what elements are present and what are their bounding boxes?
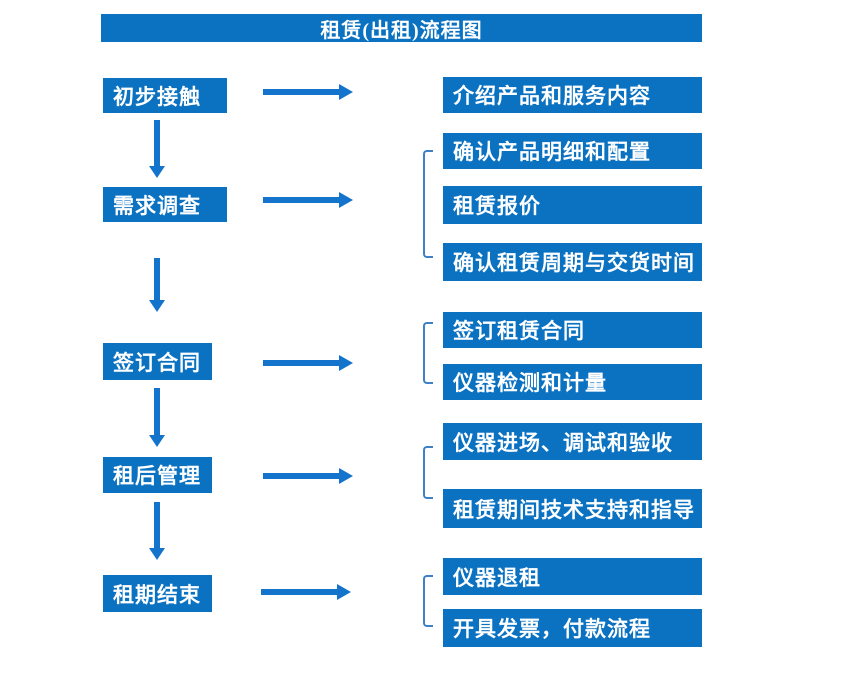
step-box-post-rental-management: 租后管理 bbox=[103, 457, 212, 493]
group-bracket-post-rental bbox=[423, 446, 433, 499]
group-bracket-sign-contract bbox=[423, 322, 433, 384]
detail-box-rental-quote: 租赁报价 bbox=[443, 186, 702, 224]
detail-box-introduce-products: 介绍产品和服务内容 bbox=[443, 77, 702, 113]
step-box-rental-end: 租期结束 bbox=[103, 575, 212, 612]
step-box-demand-survey: 需求调查 bbox=[103, 187, 227, 222]
arrow-down-icon-4 bbox=[149, 502, 165, 560]
arrow-down-icon-1 bbox=[149, 120, 165, 178]
arrow-right-icon-3 bbox=[263, 355, 353, 371]
detail-box-instrument-return: 仪器退租 bbox=[443, 558, 702, 595]
detail-box-technical-support: 租赁期间技术支持和指导 bbox=[443, 489, 702, 528]
detail-box-confirm-rental-period: 确认租赁周期与交货时间 bbox=[443, 243, 702, 281]
arrow-down-icon-2 bbox=[149, 258, 165, 312]
step-box-sign-contract: 签订合同 bbox=[103, 343, 212, 380]
arrow-right-icon-4 bbox=[263, 468, 353, 484]
detail-box-instrument-entry: 仪器进场、调试和验收 bbox=[443, 423, 702, 460]
arrow-right-icon-5 bbox=[261, 584, 351, 600]
diagram-title: 租赁(出租)流程图 bbox=[101, 14, 702, 42]
detail-box-instrument-inspection: 仪器检测和计量 bbox=[443, 364, 702, 400]
detail-box-confirm-product-details: 确认产品明细和配置 bbox=[443, 133, 702, 169]
arrow-down-icon-3 bbox=[149, 388, 165, 447]
group-bracket-demand-survey bbox=[423, 150, 433, 258]
arrow-right-icon-1 bbox=[263, 84, 353, 100]
detail-box-invoice-payment: 开具发票，付款流程 bbox=[443, 609, 702, 647]
arrow-right-icon-2 bbox=[263, 192, 353, 208]
step-box-initial-contact: 初步接触 bbox=[103, 78, 227, 113]
group-bracket-rental-end bbox=[423, 575, 433, 627]
detail-box-sign-rental-contract: 签订租赁合同 bbox=[443, 312, 702, 348]
